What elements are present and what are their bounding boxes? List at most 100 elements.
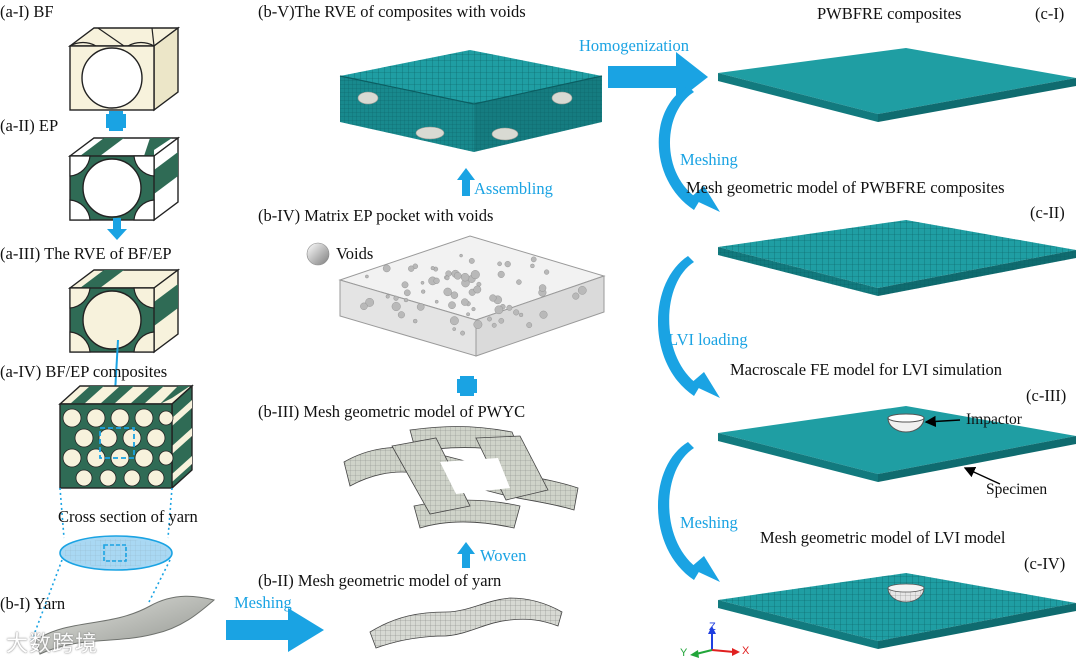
void-particle	[408, 265, 415, 272]
void-particle	[543, 269, 550, 275]
void-particle	[538, 284, 547, 292]
curved-arrow-meshing-c3	[657, 442, 720, 582]
plus-icon-a	[106, 111, 126, 131]
void-particle	[433, 277, 440, 284]
void-particle	[444, 275, 450, 281]
label-cross-section: Cross section of yarn	[58, 507, 198, 526]
void-particle	[360, 302, 368, 310]
void-particle	[453, 271, 462, 280]
void-particle	[504, 261, 511, 268]
meshing-arrow-bottom	[226, 608, 324, 652]
void-particle	[452, 327, 457, 331]
void-particle	[473, 320, 483, 329]
void-particle	[466, 312, 470, 317]
void-particle	[460, 330, 465, 336]
void-particle	[430, 266, 435, 271]
void-particle	[526, 322, 533, 328]
label-c-I: (c-I)	[1035, 4, 1065, 23]
void-particle	[497, 261, 502, 267]
label-b-I: (b-I) Yarn	[0, 594, 66, 613]
bf-ep-composite-block	[58, 384, 194, 490]
label-a-III: (a-III) The RVE of BF/EP	[0, 244, 172, 263]
void-particle	[491, 322, 497, 328]
void-particle	[448, 301, 456, 310]
label-voids: Voids	[336, 244, 374, 263]
void-sphere-icon	[306, 242, 330, 266]
void-particle	[460, 273, 470, 282]
step-homogenization: Homogenization	[579, 36, 689, 55]
homogenization-arrow	[608, 52, 708, 102]
connector-line	[59, 487, 65, 539]
label-c-II: (c-II)	[1030, 203, 1065, 222]
void-particle	[498, 317, 505, 324]
void-particle	[403, 289, 411, 297]
void-particle	[530, 263, 535, 269]
curved-arrow-lvi	[657, 256, 720, 398]
title-c-I: PWBFRE composites	[817, 4, 962, 23]
void-particle	[449, 316, 459, 326]
void-particle	[365, 297, 374, 307]
yarn-cross-section	[59, 535, 173, 571]
connector-line	[147, 559, 171, 605]
connector-line	[31, 559, 63, 641]
label-b-II: (b-II) Mesh geometric model of yarn	[258, 571, 502, 590]
pwbfre-mesh-plate	[718, 220, 1076, 296]
void-particle	[497, 270, 505, 278]
lvi-mesh-plate	[718, 573, 1076, 649]
void-particle	[421, 289, 426, 294]
annotation-impactor: Impactor	[966, 411, 1022, 428]
void-particle	[461, 298, 469, 306]
void-particle	[470, 270, 480, 280]
void-particle	[401, 281, 409, 289]
yarn-mesh-model	[369, 597, 563, 649]
watermark-text: 大数跨境	[6, 632, 99, 657]
title-c-III: Macroscale FE model for LVI simulation	[730, 360, 1003, 379]
matrix-pocket-box	[338, 235, 606, 357]
title-c-IV: Mesh geometric model of LVI model	[760, 528, 1006, 547]
void-particle	[516, 279, 522, 285]
rve-with-voids-plate	[339, 50, 603, 152]
void-particle	[489, 294, 497, 302]
void-particle	[471, 307, 476, 312]
label-c-III: (c-III)	[1026, 386, 1067, 405]
up-arrow-icon-assembling	[457, 168, 475, 196]
step-meshing-c1: Meshing	[680, 150, 738, 169]
step-assembling: Assembling	[474, 179, 553, 198]
up-arrow-icon-woven	[457, 542, 475, 568]
lvi-model-plate	[718, 406, 1076, 482]
void-particle	[385, 294, 390, 299]
void-particle	[487, 316, 492, 322]
void-particle	[443, 287, 452, 297]
void-particle	[420, 280, 425, 285]
connector-line	[167, 487, 173, 539]
step-woven: Woven	[480, 546, 527, 565]
step-meshing-c3: Meshing	[680, 513, 738, 532]
void-particle	[382, 264, 391, 273]
void-particle	[578, 286, 587, 295]
label-b-III: (b-III) Mesh geometric model of PWYC	[258, 402, 526, 421]
plus-icon-b	[457, 376, 477, 396]
void-particle	[391, 302, 401, 312]
label-a-II: (a-II) EP	[0, 116, 59, 135]
pwbfre-plate	[718, 48, 1076, 122]
void-particle	[416, 303, 425, 311]
void-particle	[434, 299, 439, 304]
void-particle	[397, 311, 405, 319]
yarn-shape	[35, 595, 216, 655]
label-a-I: (a-I) BF	[0, 2, 54, 21]
void-particle	[459, 253, 463, 258]
void-particle	[403, 298, 409, 303]
void-particle	[473, 285, 482, 294]
label-c-IV: (c-IV)	[1024, 554, 1066, 573]
label-a-IV: (a-IV) BF/EP composites	[0, 362, 168, 381]
void-particle	[506, 304, 513, 311]
impactor-icon	[887, 413, 925, 433]
axis-z-label: Z	[709, 621, 716, 633]
step-meshing-bottom: Meshing	[234, 593, 292, 612]
rve-bf-ep-cube	[67, 268, 181, 354]
void-particle	[468, 257, 475, 264]
label-b-IV: (b-IV) Matrix EP pocket with voids	[258, 206, 494, 225]
void-particles	[360, 253, 587, 336]
label-b-V: (b-V)The RVE of composites with voids	[258, 2, 526, 21]
impactor-pointer	[924, 415, 961, 428]
